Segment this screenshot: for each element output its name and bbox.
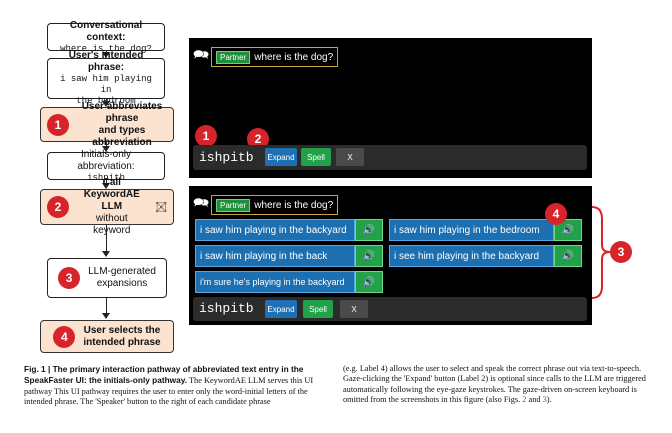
step1-box: 1 User abbreviates phrase and types abbr… (40, 101, 174, 148)
close-button[interactable]: X (340, 300, 368, 318)
step1-line1: User abbreviates phrase (81, 100, 163, 124)
input-bar[interactable] (193, 297, 587, 321)
label-3-badge: 3 (610, 241, 632, 263)
abbreviation-title: Initials-only abbreviation: (77, 148, 135, 172)
label-2-badge: 2 (247, 128, 269, 150)
abbreviation-text: ishpitb (87, 172, 125, 183)
caption-right-text: (e.g. Label 4) allows the user to select… (343, 364, 646, 405)
caption-right: (e.g. Label 4) allows the user to select… (343, 364, 653, 406)
expand-button[interactable]: Expand (265, 300, 297, 318)
expand-button[interactable]: Expand (265, 148, 297, 166)
intended-phrase-box: User's intended phrase: i saw him playin… (47, 50, 165, 106)
typed-abbreviation: ishpitb (199, 150, 254, 165)
abbreviation-box: Initials-only abbreviation: ishpitb (47, 148, 165, 183)
partner-tag: Partner (216, 50, 251, 64)
step2-line2: without keyword (93, 213, 131, 236)
network-icon (155, 201, 167, 213)
step1-badge: 1 (47, 113, 69, 136)
speaker-button[interactable]: 🔊 (355, 271, 383, 293)
speaker-button[interactable]: 🔊 (355, 219, 383, 241)
context-box: Conversational context: where is the dog… (47, 19, 165, 54)
top-screen: 🗪 Partner where is the dog? 1 2 ishpitb … (189, 38, 592, 178)
flow-arrow (102, 99, 110, 107)
label-1-badge: 1 (195, 125, 217, 147)
speaker-icon: 🔊 (362, 250, 376, 262)
spell-button[interactable]: Spell (303, 300, 333, 318)
intended-phrase-line1: i saw him playing in (60, 74, 152, 95)
caption-title: Fig. 1 | The primary interaction pathway… (24, 364, 304, 386)
option-phrase[interactable]: i'm sure he's playing in the backyard (195, 271, 355, 293)
context-text: where is the dog? (60, 43, 152, 54)
step1-line2: and types abbreviation (92, 124, 152, 148)
close-button[interactable]: X (336, 148, 364, 166)
speaker-icon: 🔊 (561, 250, 575, 262)
caption-and: and (526, 395, 543, 405)
chat-icon: 🗪 (193, 47, 210, 62)
context-title: Conversational context: (69, 19, 143, 43)
step4-line2: intended phrase (83, 336, 161, 348)
step2-box: 2 Call KeywordAE LLM without keyword (40, 177, 174, 236)
option-phrase[interactable]: i saw him playing in the backyard (195, 219, 355, 241)
speaker-icon: 🔊 (362, 224, 376, 236)
fig3-link[interactable]: 3 (542, 395, 547, 405)
option-phrase[interactable]: i see him playing in the backyard (389, 245, 554, 267)
label-4-badge: 4 (545, 203, 567, 225)
option-phrase[interactable]: i saw him playing in the bedroom (389, 219, 554, 241)
speaker-button[interactable]: 🔊 (554, 245, 582, 267)
flow-arrow (102, 298, 110, 319)
step2-badge: 2 (47, 196, 69, 218)
context-bar: Partner where is the dog? (211, 195, 339, 215)
step4-line1: User selects the (83, 324, 161, 336)
step3-box: 3 LLM-generated expansions (47, 258, 167, 298)
flow-arrow (102, 180, 110, 189)
speaker-icon: 🔊 (561, 224, 575, 236)
fig2-link[interactable]: 2 (522, 395, 527, 405)
step2-line1: Call KeywordAE LLM (83, 177, 140, 212)
input-bar[interactable] (193, 145, 587, 170)
options-bracket (591, 206, 611, 299)
flow-arrow (102, 51, 110, 58)
partner-tag: Partner (216, 198, 251, 212)
intended-phrase-title: User's intended phrase: (68, 50, 144, 73)
spell-button[interactable]: Spell (301, 148, 331, 166)
flow-arrow (102, 225, 110, 257)
step3-line2: expansions (96, 278, 148, 289)
chat-icon: 🗪 (193, 195, 210, 210)
flow-arrow (102, 142, 110, 152)
context-text: where is the dog? (254, 199, 334, 211)
step3-badge: 3 (58, 267, 81, 289)
step4-box: 4 User selects the intended phrase (40, 320, 174, 353)
caption-left-text: The KeywordAE LLM serves this UI pathway… (24, 376, 314, 407)
speaker-button[interactable]: 🔊 (554, 219, 582, 241)
speaker-button[interactable]: 🔊 (355, 245, 383, 267)
bottom-screen: 🗪 Partner where is the dog? i saw him pl… (189, 186, 592, 325)
speaker-icon: 🔊 (362, 276, 376, 288)
context-text: where is the dog? (254, 51, 334, 63)
caption-end: ). (546, 395, 552, 405)
caption-left: Fig. 1 | The primary interaction pathway… (24, 364, 326, 408)
option-phrase[interactable]: i saw him playing in the back (195, 245, 355, 267)
step4-badge: 4 (53, 325, 76, 348)
context-bar: Partner where is the dog? (211, 47, 339, 67)
typed-abbreviation: ishpitb (199, 301, 254, 316)
step3-line1: LLM-generated (88, 266, 156, 277)
